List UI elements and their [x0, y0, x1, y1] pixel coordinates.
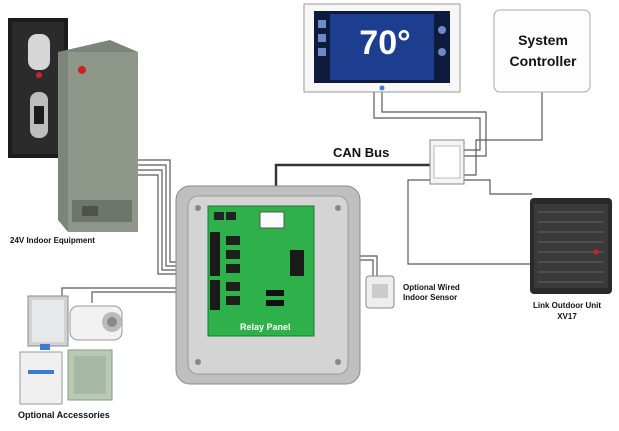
wire-outdoor-2: [462, 179, 532, 195]
outdoor-unit: [530, 198, 612, 294]
outdoor-unit-label-line1: Link Outdoor Unit: [533, 301, 601, 310]
ventilator: [67, 349, 113, 401]
relay-panel-label: Relay Panel: [240, 322, 291, 332]
system-controller-label-line1: System: [518, 32, 568, 48]
relays: [226, 236, 240, 305]
wire-outdoor-1: [407, 179, 535, 265]
wire-thermostat-2: [381, 92, 487, 157]
air-purifier: [69, 305, 123, 341]
terminal-block-left: [210, 232, 220, 310]
indoor-sensor-label-line1: Optional Wired: [403, 283, 460, 292]
can-bus-label: CAN Bus: [333, 145, 390, 160]
thermostat: [303, 3, 461, 93]
system-controller-label: System Controller: [496, 30, 590, 72]
wire-controller: [462, 92, 543, 176]
indoor-equipment-label: 24V Indoor Equipment: [10, 236, 95, 245]
accessories-group: [19, 295, 123, 405]
wire-thermostat-1: [373, 92, 481, 151]
system-controller: [493, 9, 591, 93]
optional-accessories-label: Optional Accessories: [18, 410, 110, 420]
air-cleaner: [19, 351, 63, 405]
indoor-sensor: [365, 275, 395, 309]
outdoor-unit-label-line2: XV17: [557, 312, 577, 321]
outdoor-unit-label: Link Outdoor Unit XV17: [520, 300, 614, 322]
wiring: [61, 92, 543, 303]
indoor-sensor-label-line2: Indoor Sensor: [403, 293, 458, 302]
wire-accessory-2: [91, 291, 210, 303]
terminal-block-right: [290, 250, 304, 276]
can-junction-box: [429, 139, 465, 185]
system-controller-label-line2: Controller: [509, 53, 577, 69]
indoor-sensor-label: Optional Wired Indoor Sensor: [403, 283, 460, 303]
relay-panel-board: [207, 205, 315, 337]
air-handler: [58, 40, 138, 232]
humidifier: [27, 295, 69, 350]
thermostat-temperature: 70°: [359, 24, 411, 62]
wire-accessory-1: [61, 287, 210, 298]
